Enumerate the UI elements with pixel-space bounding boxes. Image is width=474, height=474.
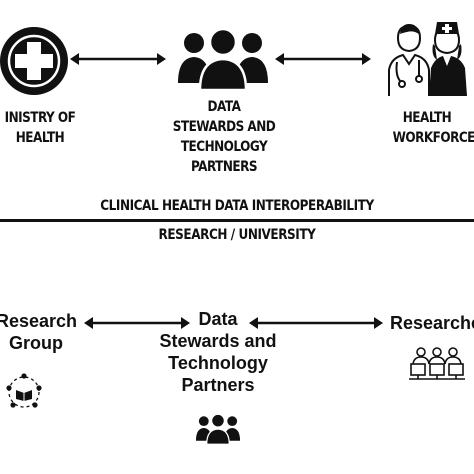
data-stewards-label: DATA STEWARDS AND TECHNOLOGY PARTNERS xyxy=(172,99,276,175)
people-group-icon xyxy=(195,413,241,445)
bottom-data-stewards-label: Data Stewards and Technology Partners xyxy=(159,309,277,395)
research-group-label: Research Group xyxy=(0,311,78,353)
ministry-of-health-label: INISTRY OF HEALTH xyxy=(4,110,76,146)
interoperability-title: CLINICAL HEALTH DATA INTEROPERABILITY xyxy=(100,198,374,214)
health-workforce-label: HEALTH WORKFORCE xyxy=(392,110,474,146)
medical-cross-icon xyxy=(0,27,68,95)
doctor-nurse-icon xyxy=(388,22,467,96)
section-divider xyxy=(0,219,474,222)
people-group-icon xyxy=(178,28,268,90)
double-arrow-icon xyxy=(249,317,383,329)
double-arrow-icon xyxy=(275,53,371,65)
research-title: RESEARCH / UNIVERSITY xyxy=(158,227,316,243)
research-network-icon xyxy=(6,373,42,408)
double-arrow-icon xyxy=(84,317,190,329)
double-arrow-icon xyxy=(70,53,166,65)
researchers-computers-icon xyxy=(409,347,465,380)
researchers-label: Researche xyxy=(390,313,474,333)
